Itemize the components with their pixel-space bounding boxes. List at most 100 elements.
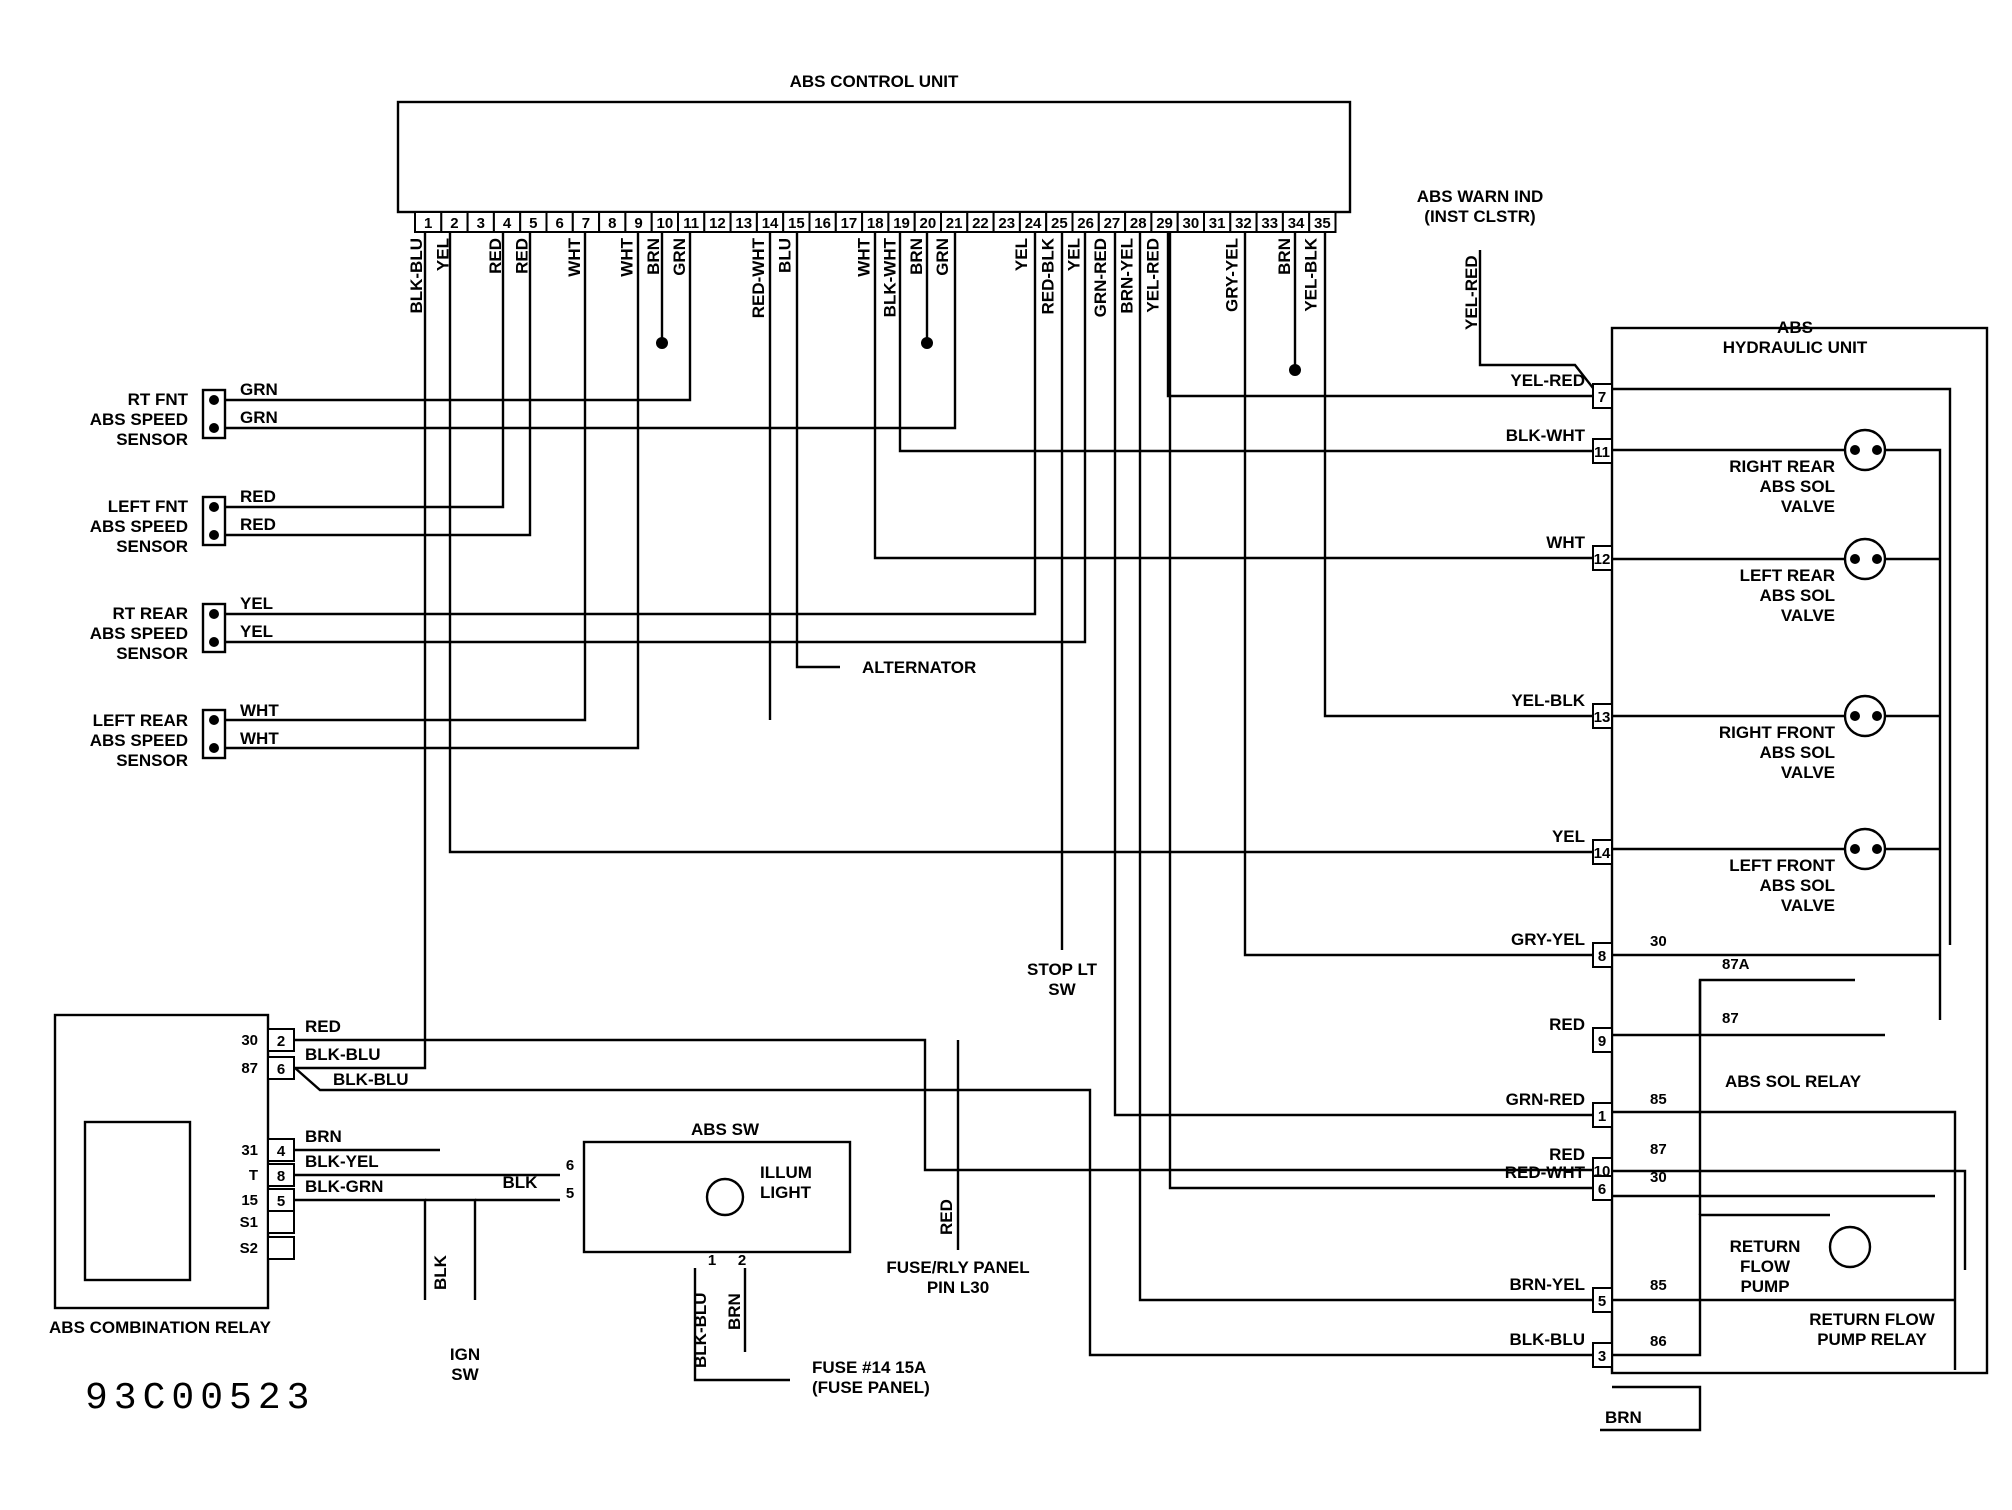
sol-valve-label: VALVE: [1781, 606, 1835, 625]
ecu-wire-color: WHT: [565, 237, 584, 276]
ecu-wire-color: WHT: [618, 237, 637, 276]
svg-text:BRN: BRN: [725, 1293, 744, 1330]
ecu-pin-number: 17: [841, 215, 858, 232]
ecu-wire-color: YEL: [1012, 238, 1031, 271]
relay-pin-number: 6: [277, 1061, 285, 1078]
ecu-wire-color: RED: [512, 238, 531, 274]
ecu-pin-number: 15: [788, 215, 805, 232]
ecu-wire-color: BRN-YEL: [1117, 238, 1136, 314]
hydraulic-wire-color: RED: [1549, 1015, 1585, 1034]
svg-text:GRN: GRN: [240, 380, 278, 399]
svg-text:ABS: ABS: [1777, 318, 1813, 337]
sol-valve-label: RIGHT FRONT: [1719, 723, 1836, 742]
sol-valve-label: RIGHT REAR: [1729, 457, 1835, 476]
fuse-14: FUSE #14 15A (FUSE PANEL): [812, 1358, 930, 1397]
hydraulic-unit: ABS HYDRAULIC UNIT: [1723, 318, 1868, 357]
ecu-pin-number: 18: [867, 215, 884, 232]
svg-text:RETURN FLOW: RETURN FLOW: [1809, 1310, 1936, 1329]
svg-text:85: 85: [1650, 1091, 1667, 1108]
hydraulic-pin-number: 8: [1598, 948, 1606, 965]
relay-pin-number: 8: [277, 1168, 285, 1185]
sol-valve-icon: [1843, 537, 1887, 581]
hydraulic-pin-number: 13: [1594, 709, 1611, 726]
sol-valve-label: ABS SOL: [1759, 876, 1835, 895]
relay-pin: [267, 1163, 295, 1187]
relay-terminal-label: 87: [241, 1060, 258, 1077]
relay-terminal-label: 15: [241, 1192, 258, 1209]
svg-text:GRN: GRN: [240, 408, 278, 427]
relay-pin: [267, 1056, 295, 1080]
hydraulic-wire-color: BLK-WHT: [1506, 426, 1586, 445]
relay-pin: [267, 1210, 295, 1234]
relay-wire-color: BLK-YEL: [305, 1152, 379, 1171]
ecu-wire-color: YEL: [433, 238, 452, 271]
ecu-wire-color: BRN: [1275, 238, 1294, 275]
sensor-left-rear: LEFT REAR ABS SPEED SENSOR WHT WHT: [90, 701, 280, 770]
svg-text:SW: SW: [1048, 980, 1076, 999]
stop-lt-sw: STOP LT SW: [1027, 960, 1098, 999]
hydraulic-pin-number: 11: [1594, 444, 1610, 461]
ecu-pin-number: 32: [1235, 215, 1252, 232]
relay-terminal-label: S1: [240, 1214, 258, 1231]
ecu-pin-number: 13: [735, 215, 752, 232]
ecu-wire-color: YEL: [1065, 238, 1084, 271]
sol-valve-icon: [1843, 428, 1887, 472]
sol-valve-label: VALVE: [1781, 497, 1835, 516]
hydraulic-pin-column: 7YEL-RED11BLK-WHT12WHT13YEL-BLK14YEL8GRY…: [1505, 371, 1613, 1368]
ecu-wire-color: GRN-RED: [1091, 238, 1110, 317]
sensor-left-fnt: LEFT FNT ABS SPEED SENSOR RED RED: [90, 487, 276, 556]
hydraulic-pin-number: 12: [1594, 551, 1611, 568]
sol-valve-label: LEFT REAR: [1740, 566, 1835, 585]
hydraulic-terminals: 30 87A 87 85 87 30 85 86: [1650, 933, 1750, 1350]
ecu-pin-number: 8: [608, 215, 616, 232]
ecu-pin-number: 3: [477, 215, 485, 232]
svg-text:30: 30: [1650, 933, 1667, 950]
ecu-box: [396, 100, 1352, 214]
svg-text:RETURN: RETURN: [1730, 1237, 1801, 1256]
svg-text:87: 87: [1722, 1010, 1739, 1027]
valve-terminal: [1850, 445, 1860, 455]
ecu-pin-number: 7: [582, 215, 590, 232]
relay-pin-number: 5: [277, 1193, 285, 1210]
sol-valve-label: VALVE: [1781, 763, 1835, 782]
svg-text:ABS SW: ABS SW: [691, 1120, 760, 1139]
ecu-pin-number: 12: [709, 215, 726, 232]
hydraulic-pin: [1592, 1027, 1613, 1053]
svg-text:LEFT REAR: LEFT REAR: [93, 711, 188, 730]
hydraulic-pin: [1592, 438, 1613, 464]
sol-valve-label: LEFT FRONT: [1729, 856, 1835, 875]
hydraulic-pin-number: 6: [1598, 1181, 1606, 1198]
hydraulic-wire-color: RED: [1549, 1145, 1585, 1164]
svg-text:ABS SPEED: ABS SPEED: [90, 731, 188, 750]
svg-text:BLK: BLK: [431, 1254, 450, 1290]
hydraulic-wire-color: YEL: [1552, 827, 1585, 846]
ecu-pin-number: 33: [1261, 215, 1278, 232]
fuse-rly-panel: RED FUSE/RLY PANEL PIN L30: [886, 1199, 1029, 1297]
hydraulic-pin: [1592, 942, 1613, 968]
svg-text:ABS SPEED: ABS SPEED: [90, 517, 188, 536]
hydraulic-wire-color: YEL-RED: [1510, 371, 1585, 390]
hydraulic-wire-color: RED-WHT: [1505, 1163, 1586, 1182]
svg-text:6: 6: [566, 1157, 574, 1174]
relay-pin: [267, 1028, 295, 1052]
valve-terminal: [1872, 554, 1882, 564]
sol-valve-label: ABS SOL: [1759, 586, 1835, 605]
hydraulic-pin: [1592, 545, 1613, 571]
svg-text:LIGHT: LIGHT: [760, 1183, 812, 1202]
svg-text:PUMP RELAY: PUMP RELAY: [1817, 1330, 1927, 1349]
ecu-pin-number: 19: [893, 215, 910, 232]
svg-text:ABS SPEED: ABS SPEED: [90, 410, 188, 429]
relay-pin-number: 4: [277, 1143, 286, 1160]
ecu-wire-color: BRN: [907, 238, 926, 275]
ecu-pin-number: 35: [1314, 215, 1331, 232]
ecu-pin-number: 26: [1077, 215, 1094, 232]
ground-brn: BRN: [1605, 1408, 1642, 1427]
sol-relay-label: ABS SOL RELAY: [1725, 1072, 1862, 1091]
ecu-pin-number: 6: [555, 215, 563, 232]
valve-terminal: [1872, 711, 1882, 721]
abs-sw: ABS SW 6 5 BLK ILLUM LIGHT 1 2 BLK-BLU B…: [503, 1120, 812, 1368]
svg-text:SENSOR: SENSOR: [116, 644, 188, 663]
svg-text:SW: SW: [451, 1365, 479, 1384]
